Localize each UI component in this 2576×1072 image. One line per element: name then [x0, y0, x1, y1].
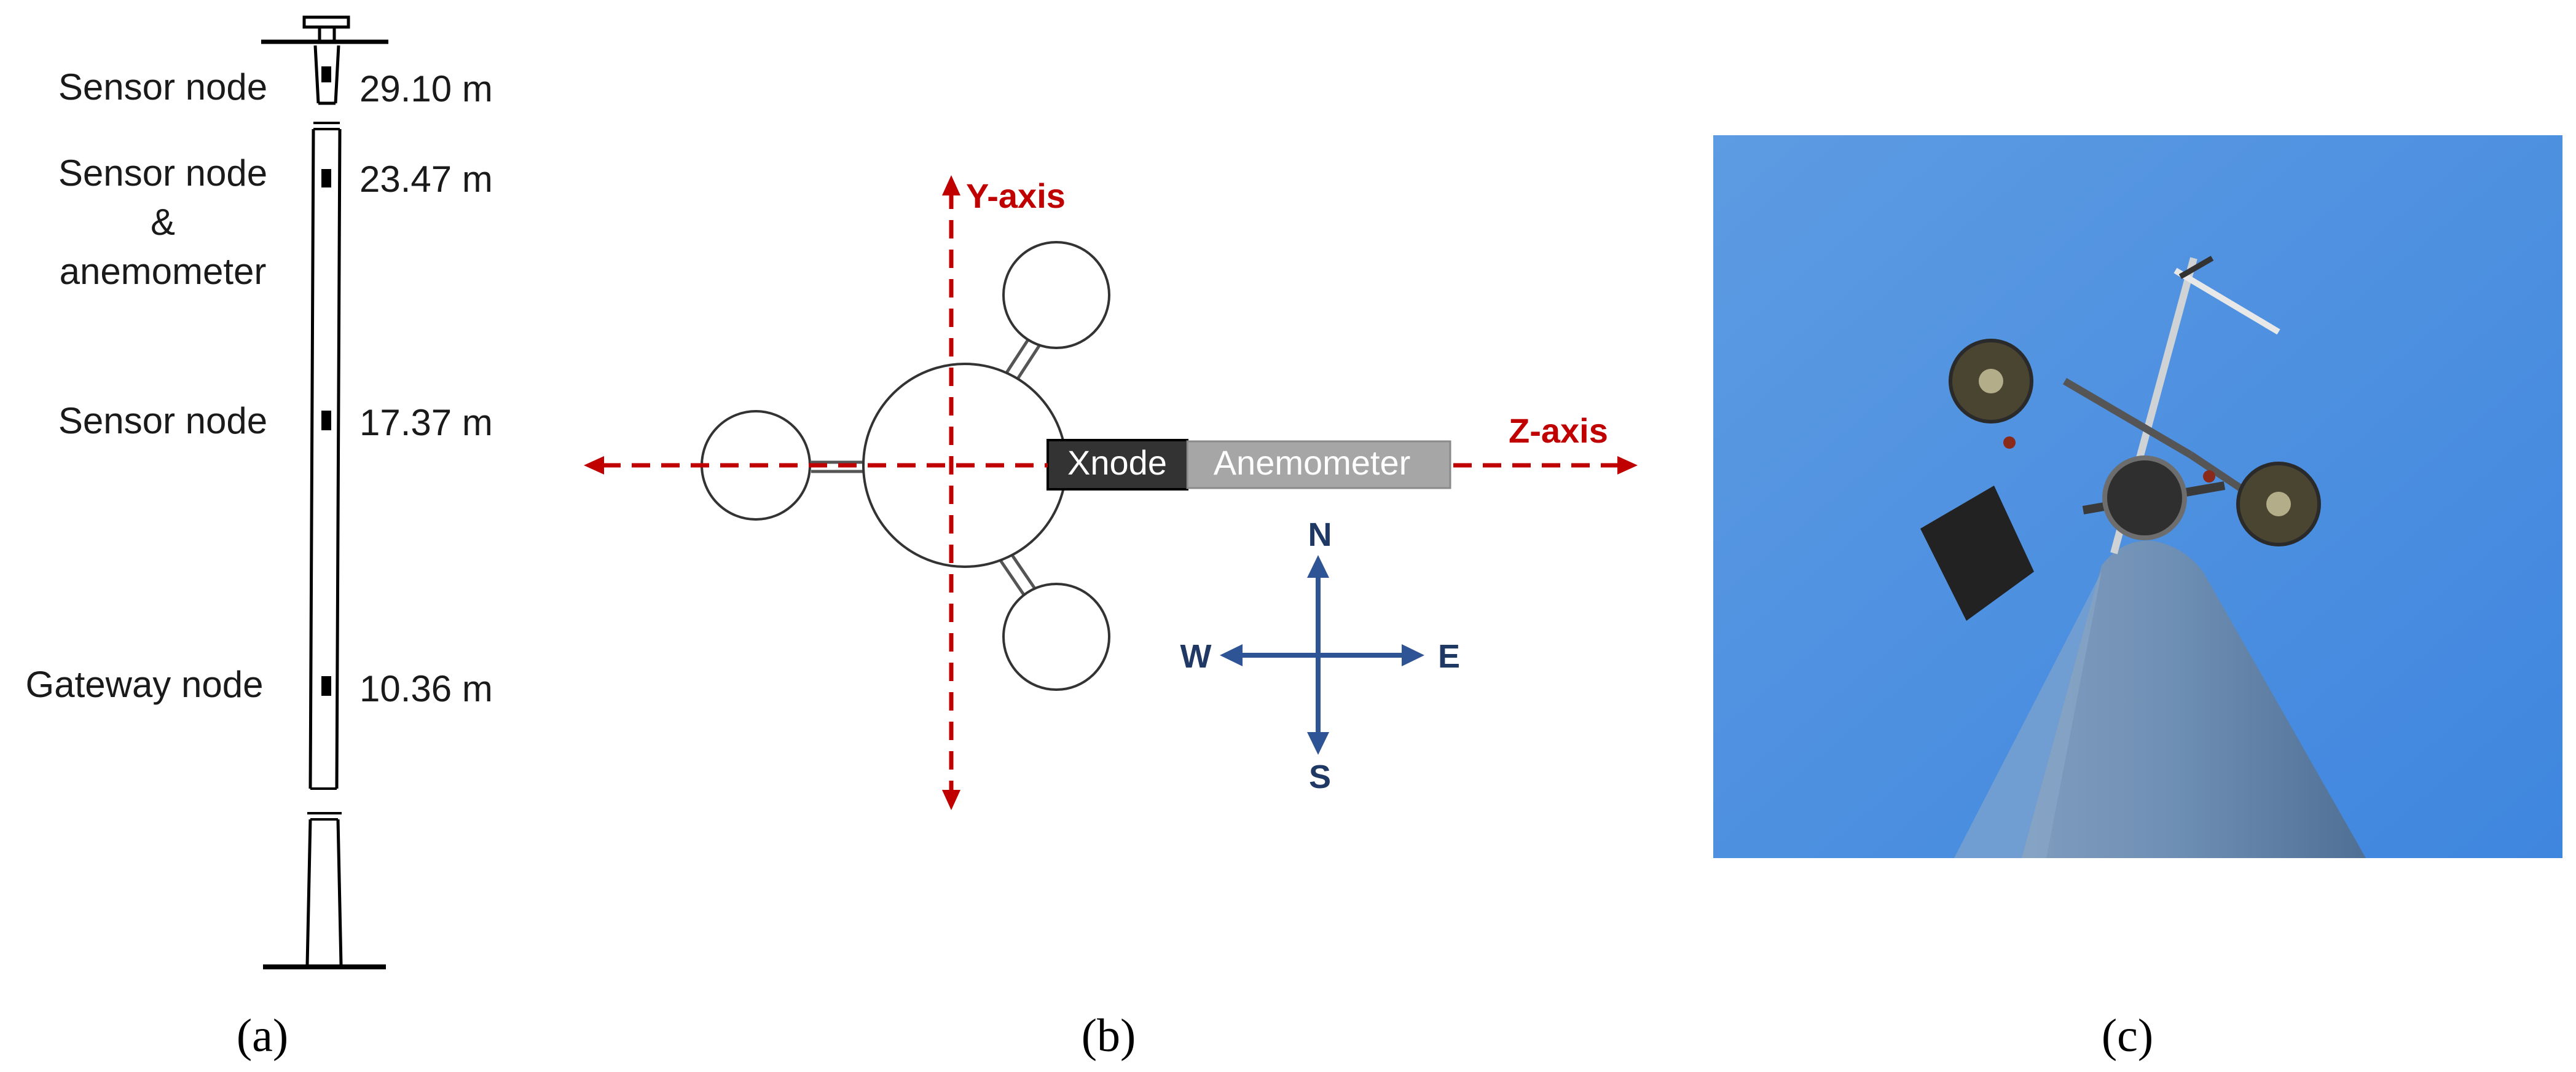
- node-label-4: Gateway node: [26, 664, 264, 705]
- anemometer-box: [1186, 440, 1451, 489]
- photo-xnode-box: [1920, 486, 2034, 621]
- anemometer-vane: [2174, 267, 2280, 335]
- panel-c-photo: (c): [1713, 135, 2562, 1062]
- compass-arrow-w: [1220, 644, 1243, 666]
- node-marker-4: [321, 676, 331, 696]
- node-marker-2: [321, 169, 331, 187]
- caption-c: (c): [2102, 1010, 2153, 1062]
- mast-break-upper: [313, 122, 340, 130]
- node-marker-3: [321, 411, 331, 430]
- mast-main-tube: [308, 128, 342, 789]
- z-axis-arrowhead-left: [584, 456, 604, 475]
- mast-top-section: [313, 45, 340, 105]
- panel-a-mast-schematic: Sensor node Sensor node & anemometer Sen…: [26, 15, 493, 1062]
- panel-b-top-view: Xnode Anemometer Y-axis Z-axis N S W E (…: [584, 175, 1638, 1062]
- caption-b: (b): [1082, 1010, 1136, 1062]
- caption-a: (a): [237, 1010, 288, 1062]
- z-axis-label: Z-axis: [1509, 411, 1608, 450]
- anemometer-label: Anemometer: [1214, 443, 1411, 482]
- solar-panel-circle-lower: [1002, 583, 1110, 691]
- node-label-2-line-1: Sensor node: [58, 152, 267, 194]
- compass-arrow-s: [1307, 732, 1329, 755]
- compass-label-w: W: [1180, 638, 1212, 675]
- photo-pole: [2022, 540, 2366, 858]
- mast-base-section: [305, 819, 343, 966]
- arm-left: [811, 460, 865, 473]
- node-height-3: 17.37 m: [359, 402, 493, 443]
- compass-rose: N S W E: [1180, 516, 1461, 795]
- node-marker-1: [321, 66, 331, 82]
- node-label-1: Sensor node: [58, 66, 267, 108]
- z-axis-arrowhead-right: [1617, 456, 1638, 475]
- photo-mast-top-ring: [2102, 455, 2187, 540]
- compass-arrow-e: [1402, 644, 1424, 666]
- mast-top-cap: [302, 15, 350, 29]
- compass-label-n: N: [1308, 516, 1332, 553]
- mast-break-lower: [307, 787, 342, 821]
- node-label-3: Sensor node: [58, 400, 267, 441]
- xnode-label: Xnode: [1067, 443, 1167, 482]
- node-height-2: 23.47 m: [359, 159, 493, 200]
- node-height-1: 29.10 m: [359, 68, 493, 109]
- compass-label-e: E: [1438, 638, 1460, 675]
- y-axis-arrowhead-bottom: [942, 790, 960, 810]
- solar-panel-circle-upper: [1002, 241, 1110, 349]
- photo-equipment: [1920, 256, 2321, 621]
- compass-label-s: S: [1309, 759, 1331, 795]
- y-axis-label: Y-axis: [966, 176, 1066, 215]
- node-label-2-line-2: &: [151, 202, 175, 243]
- node-height-4: 10.36 m: [359, 668, 493, 709]
- y-axis-arrowhead-top: [942, 175, 960, 195]
- node-label-2-line-3: anemometer: [60, 251, 267, 292]
- compass-arrow-n: [1307, 555, 1329, 578]
